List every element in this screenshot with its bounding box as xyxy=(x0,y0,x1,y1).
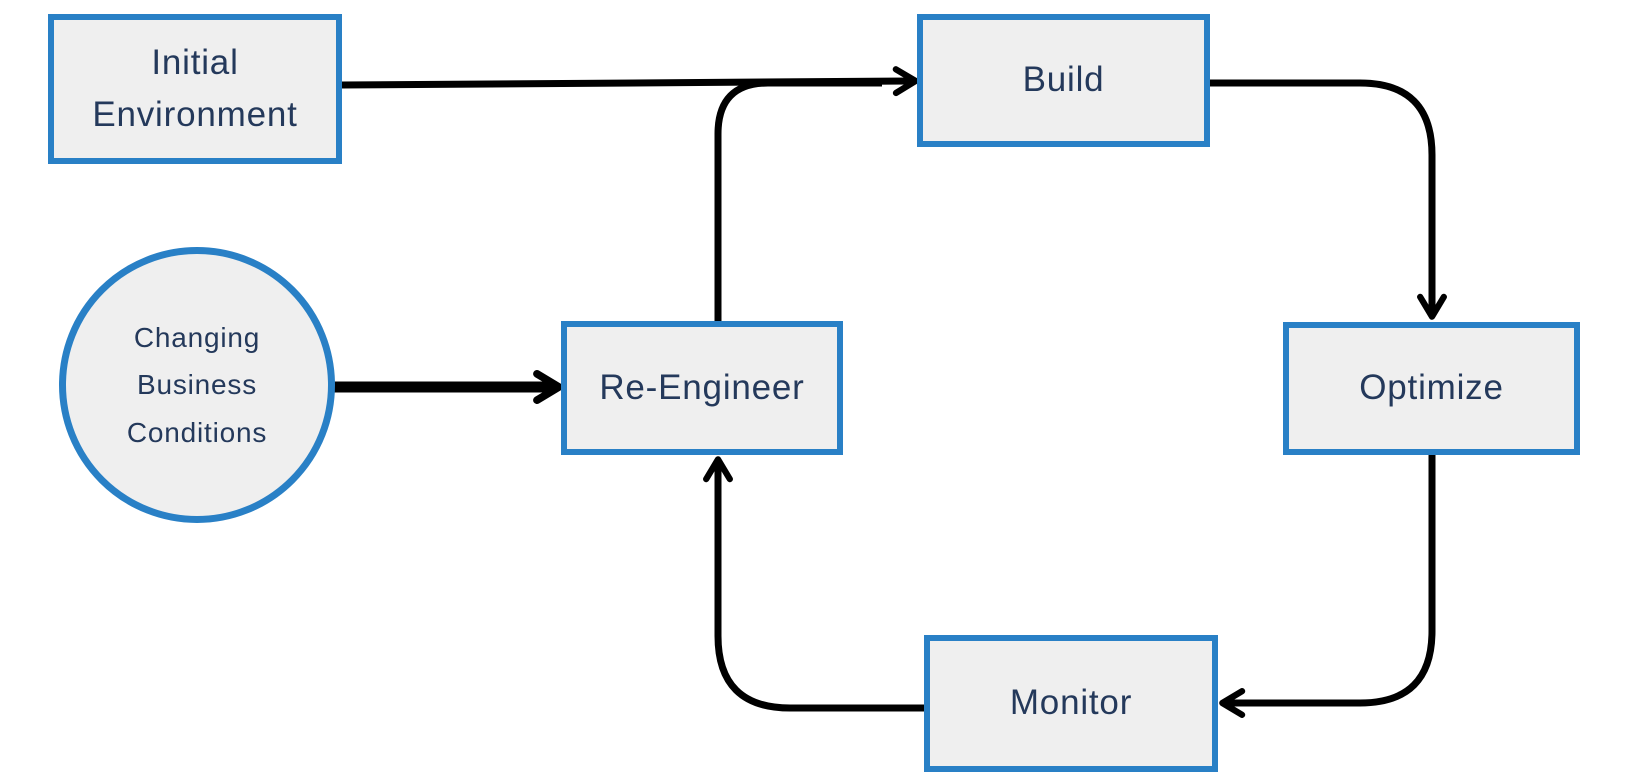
node-initial-environment: Initial Environment xyxy=(48,14,342,164)
node-optimize: Optimize xyxy=(1283,322,1580,455)
node-build: Build xyxy=(917,14,1210,147)
edge-build-to-optimize xyxy=(1210,79,1447,320)
node-monitor: Monitor xyxy=(924,635,1218,772)
node-changing-business-conditions-label: Changing Business Conditions xyxy=(126,322,268,448)
node-optimize-label: Optimize xyxy=(1359,368,1504,408)
edge-optimize-to-monitor xyxy=(1219,455,1436,718)
node-changing-business-conditions: Changing Business Conditions xyxy=(59,247,335,523)
edge-monitor-to-reengineer xyxy=(703,456,924,712)
node-build-label: Build xyxy=(1022,60,1105,100)
edge-initial-environment-to-build xyxy=(341,66,919,97)
node-initial-environment-label: Initial Environment xyxy=(92,42,298,135)
edge-reengineer-to-build xyxy=(714,79,882,321)
node-re-engineer: Re-Engineer xyxy=(561,321,843,455)
node-monitor-label: Monitor xyxy=(1009,683,1133,723)
node-re-engineer-label: Re-Engineer xyxy=(599,367,805,407)
